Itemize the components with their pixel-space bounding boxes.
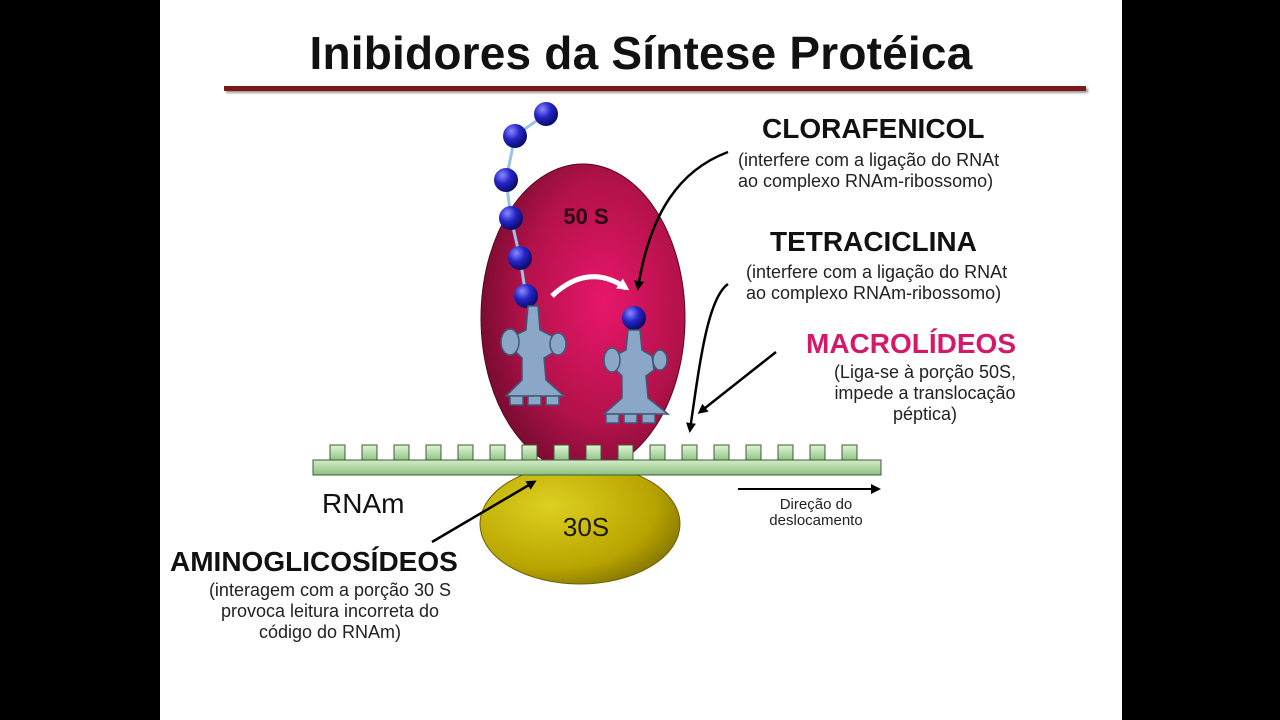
codon [521,444,538,461]
label-50s: 50 S [563,204,608,229]
amino-acid [503,124,527,148]
mrna-strand [312,444,882,476]
translocation-arrow [550,274,630,298]
aminoglycosides-title: AMINOGLICOSÍDEOS [170,546,458,577]
amino-acid [514,284,538,308]
macrolides-note-line2: impede a translocação [834,383,1016,403]
aminoglycosides-note-line2: provoca leitura incorreta do [220,601,440,621]
slide: Inibidores da Síntese Protéica [160,0,1122,720]
codon [745,444,762,461]
codon [457,444,474,461]
codon [777,444,794,461]
aminoglycosides-arrow [431,480,537,544]
codon [329,444,346,461]
macrolides-note: (Liga-se à porção 50S, impede a transloc… [800,362,1050,425]
tetracycline-note-line2: ao complexo RNAm-ribossomo) [746,283,1002,303]
chloramphenicol-arrow [634,150,729,291]
chloramphenicol-note-line1: (interfere com a ligação do RNAt [738,150,1000,170]
amino-acid [494,168,518,192]
macrolides-note-line3: péptica) [892,404,958,424]
codon [425,444,442,461]
codon [841,444,858,461]
aminoglycosides-note-line3: código do RNAm) [258,622,402,642]
macrolides-arrow [697,351,777,414]
codon [489,444,506,461]
direction-label: Direção do deslocamento [736,497,896,529]
direction-label-line1: Direção do [779,496,853,513]
macrolides-title: MACROLÍDEOS [806,328,1016,359]
codon [681,444,698,461]
title-underline [224,86,1086,91]
peptide-chain [494,102,646,330]
codon [553,444,570,461]
codon [617,444,634,461]
amino-acid [534,102,558,126]
amino-acid-incoming [622,306,646,330]
tetracycline-note: (interfere com a ligação do RNAt ao comp… [746,262,1007,304]
label-30s: 30S [563,512,609,542]
chloramphenicol-title: CLORAFENICOL [762,113,985,144]
chloramphenicol-note: (interfere com a ligação do RNAt ao comp… [738,150,999,192]
direction-label-line2: deslocamento [769,512,863,529]
codon [809,444,826,461]
codon [585,444,602,461]
codon [649,444,666,461]
codon [393,444,410,461]
trna-a-site [602,329,671,424]
tetracycline-arrow [686,282,729,433]
ribosome-diagram: 50 S 30S [312,102,882,585]
amino-acid [508,246,532,270]
trna-p-site [500,305,567,406]
tetracycline-note-line1: (interfere com a ligação do RNAt [746,262,1008,282]
codon [361,444,378,461]
chloramphenicol-note-line2: ao complexo RNAm-ribossomo) [738,171,994,191]
amino-acid [499,206,523,230]
mrna-label: RNAm [322,488,405,519]
codon [713,444,730,461]
aminoglycosides-note: (interagem com a porção 30 S provoca lei… [170,580,490,643]
macrolides-note-line1: (Liga-se à porção 50S, [833,362,1017,382]
tetracycline-title: TETRACICLINA [770,226,977,257]
page-title: Inibidores da Síntese Protéica [309,27,973,79]
aminoglycosides-note-line1: (interagem com a porção 30 S [208,580,452,600]
